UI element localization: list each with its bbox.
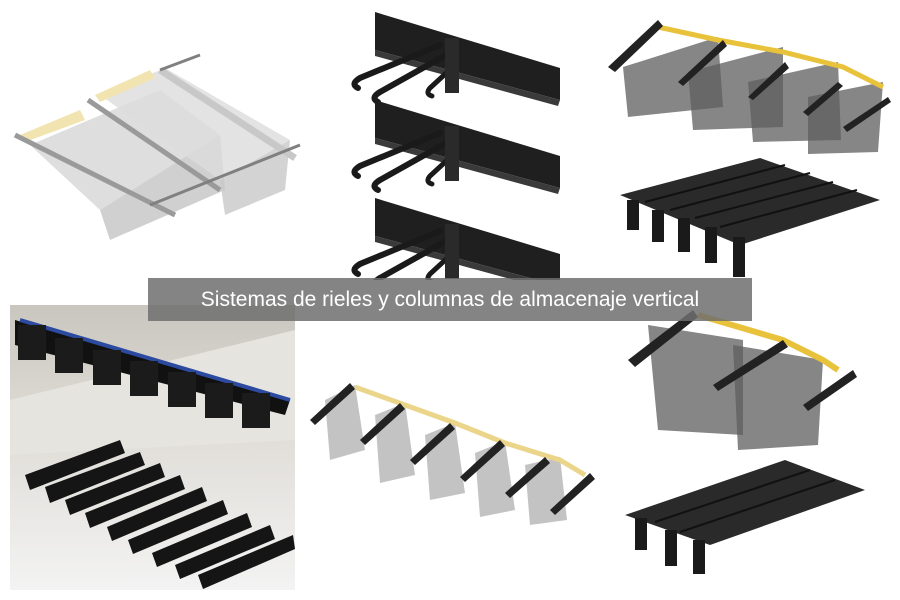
product-image-overhead-rails-5-bins xyxy=(305,365,595,525)
product-image-overhead-black-rails-2-bins xyxy=(623,305,858,450)
product-image-slotted-rails-5 xyxy=(615,155,885,285)
product-image-slotted-rails-3 xyxy=(625,460,865,575)
product-image-wall-hook-rails xyxy=(330,10,570,280)
caption-banner: Sistemas de rieles y columnas de almacen… xyxy=(148,278,752,321)
caption-text: Sistemas de rieles y columnas de almacen… xyxy=(200,287,700,311)
product-image-overhead-silver-rails xyxy=(10,40,310,250)
product-photo-garage-ceiling xyxy=(10,305,295,590)
product-image-overhead-black-rails-4-bins xyxy=(603,12,893,160)
